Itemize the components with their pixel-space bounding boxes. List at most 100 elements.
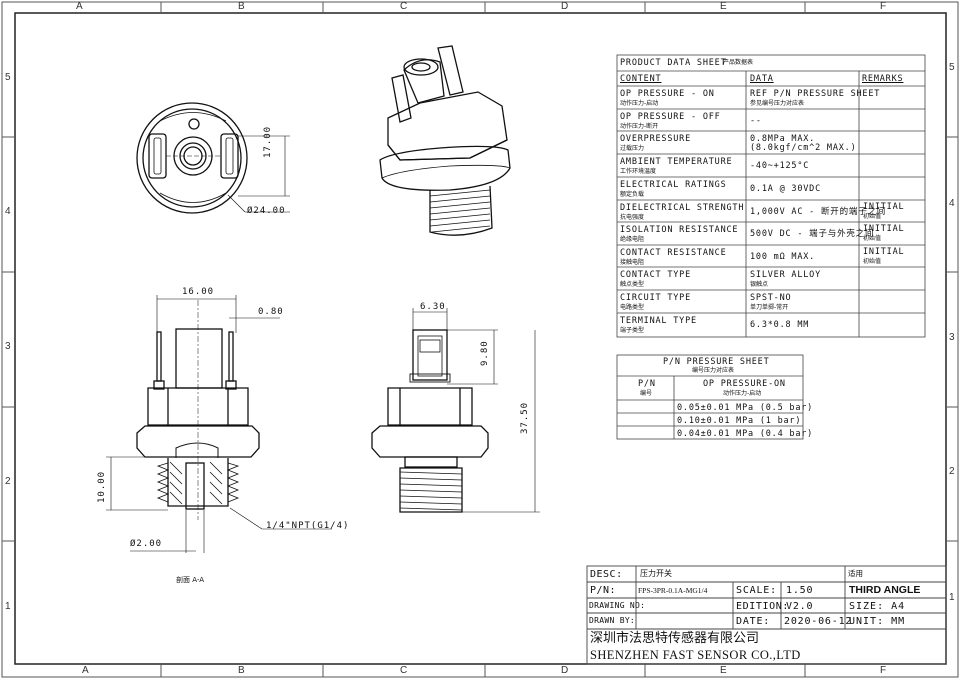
zone-row-label: 5: [949, 62, 955, 73]
zone-row-label: 2: [5, 476, 11, 487]
spec-value-sub: 参见编号压力对应表: [750, 100, 805, 107]
spec-label-cn: 触点类型: [620, 281, 645, 288]
pn-label: P/N:: [590, 585, 617, 596]
spec-remark: INITIAL: [863, 202, 905, 212]
dim-diameter-2: Ø2.00: [130, 539, 163, 549]
spec-label-cn: 接触电阻: [620, 259, 645, 266]
zone-row-label: 1: [5, 601, 11, 612]
unit-label: UNIT: MM: [849, 616, 906, 627]
spec-label: OP PRESSURE - ON: [620, 89, 715, 99]
zone-row-label: 5: [5, 72, 11, 83]
dim-height-10: 10.00: [97, 470, 107, 503]
drawn-by-label: DRAWN BY:: [589, 616, 636, 625]
product-table-grid: [616, 54, 926, 338]
company-name-cn: 深圳市法思特传感器有限公司: [590, 631, 760, 646]
spec-value: -40~+125°C: [750, 161, 810, 171]
spec-label: CONTACT TYPE: [620, 270, 692, 280]
spec-label-cn: 端子类型: [620, 327, 645, 334]
zone-col-label: E: [720, 665, 727, 676]
desc-value: 压力开关: [640, 569, 672, 578]
pn-sheet-title-cn: 编号压力对应表: [692, 367, 735, 374]
projection-angle: THIRD ANGLE: [849, 584, 921, 596]
edition-label: EDITION:: [736, 601, 789, 612]
scale-value: 1.50: [786, 585, 814, 596]
product-sheet-title: PRODUCT DATA SHEET: [620, 58, 727, 68]
spec-label-cn: 工作环境温度: [620, 168, 657, 175]
thread-spec: 1/4"NPT(G1/4): [266, 521, 350, 531]
zone-row-label: 4: [949, 198, 955, 209]
pn-col-pn-cn: 编号: [640, 390, 653, 397]
spec-label: OP PRESSURE - OFF: [620, 112, 721, 122]
zone-col-label: C: [400, 665, 408, 676]
pn-row-value: 0.04±0.01 MPa (0.4 bar): [677, 429, 814, 439]
spec-value: 6.3*0.8 MM: [750, 320, 810, 330]
dim-height-17: 17.00: [263, 125, 273, 158]
spec-label-cn: 动作压力-启动: [620, 100, 659, 107]
pn-row-value: 0.10±0.01 MPa (1 bar): [677, 416, 802, 426]
pn-col-pn: P/N: [638, 379, 656, 389]
section-view: [106, 295, 332, 553]
spec-remark-cn: 初始值: [863, 258, 882, 265]
zone-col-label: D: [561, 1, 569, 12]
side-view: [371, 308, 540, 513]
pn-value: FPS-3PR-0.1A-MG1/4: [638, 586, 708, 595]
zone-col-label: D: [561, 665, 569, 676]
edition-value: V2.0: [786, 601, 814, 612]
dim-width-16: 16.00: [182, 287, 215, 297]
spec-label: ISOLATION RESISTANCE: [620, 225, 739, 235]
spec-value-sub: (8.0kgf/cm^2 MAX.): [750, 143, 857, 153]
zone-col-label: F: [880, 1, 887, 12]
spec-remark-cn: 初始值: [863, 213, 882, 220]
zone-row-label: 4: [5, 206, 11, 217]
pn-row-value: 0.05±0.01 MPa (0.5 bar): [677, 403, 814, 413]
spec-label-cn: 动作压力-断开: [620, 123, 659, 130]
top-view: [136, 102, 290, 214]
title-block-grid: [586, 565, 947, 665]
spec-label: ELECTRICAL RATINGS: [620, 180, 727, 190]
dim-height-3750: 37.50: [520, 401, 530, 434]
spec-value-sub: 银触点: [750, 281, 769, 288]
pn-col-pressure-cn: 动作压力-启动: [723, 390, 762, 397]
header-content: CONTENT: [620, 74, 662, 84]
spec-value: SILVER ALLOY: [750, 270, 822, 280]
spec-value: REF P/N PRESSURE SHEET: [750, 89, 881, 99]
spec-value: SPST-NO: [750, 293, 792, 303]
spec-label: CONTACT RESISTANCE: [620, 248, 727, 258]
spec-label: AMBIENT TEMPERATURE: [620, 157, 733, 167]
zone-row-label: 1: [949, 592, 955, 603]
spec-label-cn: 过载压力: [620, 145, 645, 152]
scale-label: SCALE:: [736, 585, 777, 596]
spec-remark: INITIAL: [863, 247, 905, 257]
spec-value: 0.8MPa MAX.: [750, 134, 816, 144]
pn-table-grid: [616, 354, 804, 440]
zone-col-label: E: [720, 1, 727, 12]
zone-row-label: 3: [5, 341, 11, 352]
spec-label: TERMINAL TYPE: [620, 316, 697, 326]
zone-col-label: A: [82, 665, 89, 676]
header-remarks: REMARKS: [862, 74, 904, 84]
zone-col-label: F: [880, 665, 887, 676]
spec-value: 500V DC - 端子与外壳之间: [750, 229, 875, 239]
zone-col-label: C: [400, 1, 408, 12]
pn-col-pressure: OP PRESSURE-ON: [703, 379, 786, 389]
date-value: 2020-06-12: [784, 616, 853, 627]
dim-offset-080: 0.80: [258, 307, 284, 317]
spec-label: OVERPRESSURE: [620, 134, 692, 144]
dim-diameter-24: Ø24.00: [247, 206, 286, 216]
size-label: SIZE: A4: [849, 601, 906, 612]
spec-label-cn: 抗电强度: [620, 214, 645, 221]
dim-height-980: 9.80: [480, 340, 490, 366]
spec-label-cn: 额定负载: [620, 191, 645, 198]
drawing-no-label: DRAWING NO:: [589, 601, 646, 610]
zone-col-label: B: [238, 665, 245, 676]
section-label: 剖面 A-A: [176, 576, 205, 584]
date-label: DATE:: [736, 616, 771, 627]
zone-col-label: A: [76, 1, 83, 12]
spec-value: 1,000V AC - 断开的端子之间: [750, 207, 887, 217]
spec-label: DIELECTRICAL STRENGTH: [620, 203, 745, 213]
desc-label: DESC:: [590, 569, 623, 580]
zone-row-label: 3: [949, 332, 955, 343]
spec-label-cn: 绝缘电阻: [620, 236, 645, 243]
zone-col-label: B: [238, 1, 245, 12]
